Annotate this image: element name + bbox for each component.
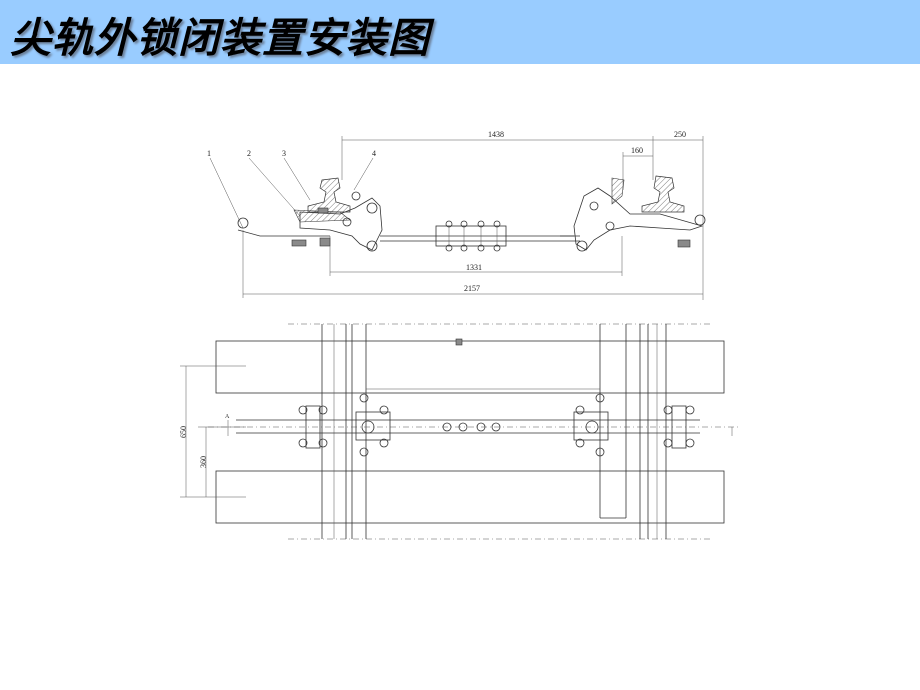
dim-250: 250 — [674, 130, 686, 139]
right-rail — [611, 175, 685, 213]
elevation-view: 1438 250 160 1 2 3 4 — [207, 130, 706, 300]
dim-650: 650 — [179, 426, 188, 438]
part-label-4: 4 — [372, 149, 376, 158]
part-label-2: 2 — [247, 149, 251, 158]
slide-title: 尖轨外锁闭装置安装图 — [10, 14, 430, 62]
dim-2157: 2157 — [464, 284, 480, 293]
mid-left-clamp — [355, 393, 391, 457]
dim-160: 160 — [631, 146, 643, 155]
installation-drawing: 1438 250 160 1 2 3 4 — [179, 130, 740, 540]
part-label-3: 3 — [282, 149, 286, 158]
title-bar: 尖轨外锁闭装置安装图 — [0, 0, 920, 64]
dim-360: 360 — [199, 456, 208, 468]
left-rail — [293, 177, 351, 223]
rod-bolts — [445, 220, 501, 252]
dim-1438: 1438 — [488, 130, 504, 139]
left-clamp — [298, 405, 328, 449]
plan-view: 650 360 A — [179, 323, 740, 540]
right-clamp — [663, 405, 695, 449]
section-mark-a: A — [225, 414, 230, 420]
mid-right-clamp — [573, 393, 609, 457]
sleeper-top — [215, 340, 725, 394]
part-label-1: 1 — [207, 149, 211, 158]
dim-1331: 1331 — [466, 263, 482, 272]
